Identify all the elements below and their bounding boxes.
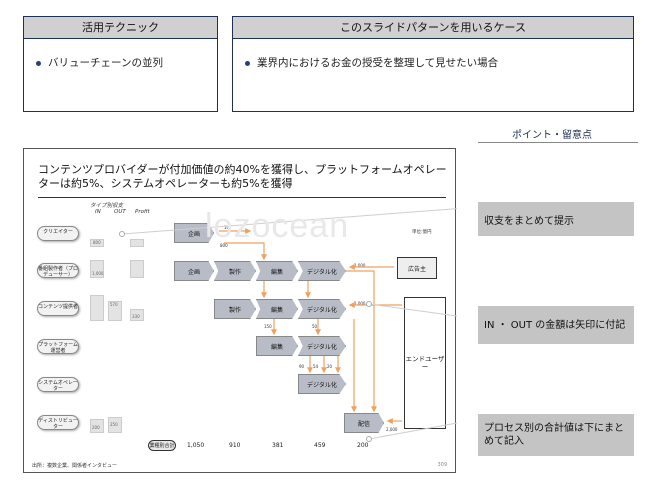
mini-value: 570: [110, 302, 118, 307]
process-kikaku: 企画: [174, 261, 214, 281]
totals-label: 業種別合計: [148, 440, 176, 451]
actor-creator: クリエイター: [37, 226, 79, 241]
callout-3-text: プロセス別の合計値は下にまとめて記入: [484, 423, 624, 447]
slide-title: コンテンツプロバイダーが付加価値の約40%を獲得し、プラットフォームオペレーター…: [38, 163, 447, 190]
callout-2: IN ・ OUT の金額は矢印に付記: [478, 306, 634, 344]
mini-value: 330: [132, 314, 140, 319]
total-value: 381: [272, 442, 284, 449]
mini-bar: [130, 309, 144, 321]
actor-distributor: ディストリビューター: [37, 415, 79, 430]
page-number: 309: [437, 462, 447, 468]
technique-box: 活用テクニック バリューチェーンの並列: [23, 16, 218, 112]
type-label: タイプ別収支: [90, 203, 124, 209]
mini-bar: [90, 239, 104, 247]
total-value: 200: [357, 442, 369, 449]
total-value: 1,050: [187, 442, 205, 449]
callout-1-text: 収支をまとめて提示: [484, 215, 574, 227]
callout-1: 収支をまとめて提示: [478, 202, 634, 236]
flow-value: 20: [327, 364, 333, 369]
flow-value: 90: [299, 364, 305, 369]
flow-value: 54: [313, 364, 319, 369]
col-out: OUT: [114, 209, 126, 215]
process-digital: デジタル化: [298, 374, 346, 394]
mini-bar: [90, 419, 104, 433]
process-hensei: 編集: [256, 336, 298, 356]
points-title: ポイント・留意点: [512, 130, 592, 141]
col-in: IN: [95, 209, 101, 215]
flow-value: 1,000: [354, 301, 366, 306]
source-note: 出所：複数企業、関係者インタビュー: [32, 463, 118, 469]
mini-chart-distributor: 200 250: [90, 407, 148, 435]
mini-bar: [130, 239, 144, 247]
mini-bar: [90, 260, 104, 278]
actor-platform: プラットフォーム運営者: [37, 339, 79, 354]
callout-2-text: IN ・ OUT の金額は矢印に付記: [484, 319, 626, 331]
total-value: 910: [229, 442, 241, 449]
slide-title-rule: [38, 197, 446, 198]
technique-body: バリューチェーンの並列: [24, 39, 217, 70]
end-user-box: エンドユーザー: [404, 297, 446, 429]
process-kikaku: 企画: [174, 223, 214, 243]
mini-value: 200: [92, 425, 100, 430]
actor-content-provider: コンテンツ提供者: [37, 301, 79, 316]
actor-system-operator: システムオペレーター: [37, 377, 79, 392]
usecase-body: 業界内におけるお金の授受を整理して見せたい場合: [233, 39, 633, 70]
usecase-box: このスライドパターンを用いるケース 業界内におけるお金の授受を整理して見せたい場…: [232, 16, 634, 112]
slide-thumbnail: コンテンツプロバイダーが付加価値の約40%を獲得し、プラットフォームオペレーター…: [23, 148, 457, 473]
process-digital: デジタル化: [298, 261, 346, 281]
process-haishin: 配信: [344, 413, 384, 433]
mini-value: 1,000: [92, 271, 104, 276]
mini-chart-creator: 800: [90, 225, 148, 249]
process-seisaku: 製作: [214, 299, 256, 319]
callout-3: プロセス別の合計値は下にまとめて記入: [478, 414, 634, 456]
mini-value: 250: [110, 422, 118, 427]
mini-value: 800: [93, 240, 101, 245]
flow-value: 2,000: [386, 427, 398, 432]
advertiser-box: 広告主: [397, 257, 437, 279]
flow-value: 50: [312, 324, 318, 329]
total-value: 459: [314, 442, 326, 449]
process-digital: デジタル化: [298, 336, 346, 356]
mini-bar: [108, 417, 122, 433]
usecase-header: このスライドパターンを用いるケース: [233, 17, 633, 39]
flow-value: 800: [220, 243, 228, 248]
mini-bar: [108, 301, 122, 321]
mini-bar: [130, 260, 144, 278]
flow-value: 150: [264, 324, 272, 329]
process-hensei: 編集: [256, 299, 298, 319]
col-profit: Profit: [135, 209, 150, 215]
flow-value: 10: [224, 225, 230, 230]
points-divider: [478, 142, 638, 143]
unit-label: 単位:億円: [412, 230, 432, 235]
actor-producer: 番組製作者（プロデューサー）: [37, 263, 79, 278]
bullet-icon: [36, 60, 41, 66]
process-digital: デジタル化: [298, 299, 346, 319]
technique-header: 活用テクニック: [24, 17, 217, 39]
flow-value: 1,000: [354, 263, 366, 268]
process-seisaku: 製作: [214, 261, 256, 281]
mini-chart-producer: 1,000: [90, 256, 148, 280]
mini-bar: [90, 295, 104, 321]
usecase-item: 業界内におけるお金の授受を整理して見せたい場合: [257, 57, 499, 69]
mini-chart-content: 570 330: [90, 295, 148, 323]
process-hensei: 編集: [256, 261, 298, 281]
bullet-icon: [245, 60, 250, 66]
technique-item: バリューチェーンの並列: [48, 57, 163, 69]
